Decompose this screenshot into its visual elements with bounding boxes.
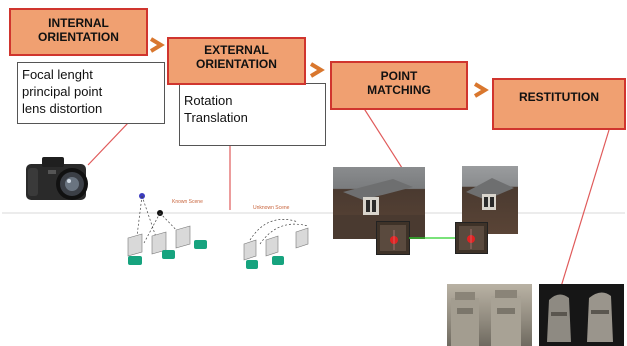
external-orientation-line2: ORIENTATION [196, 57, 277, 71]
point-matching-line2: MATCHING [367, 83, 431, 97]
desc-principal-point: principal point [22, 84, 103, 99]
restitution-photo-right [539, 284, 624, 346]
connector-restitution [559, 129, 610, 291]
desc-rotation: Rotation [184, 93, 233, 108]
desc-focal-length: Focal lenght [22, 67, 93, 82]
chevron-right-icon [149, 37, 165, 53]
match-patch-right [455, 222, 488, 254]
unknown-scene-diagram [243, 219, 309, 269]
known-scene-label: Known Scene [172, 199, 203, 205]
desc-lens-distortion: lens distortion [22, 101, 103, 116]
point-matching-box: POINT MATCHING [330, 61, 468, 110]
internal-orientation-box: INTERNAL ORIENTATION [9, 8, 148, 56]
unknown-scene-label: Unknown Scene [253, 205, 290, 211]
external-orientation-description: Rotation Translation [179, 83, 326, 146]
known-scene-diagram [127, 193, 207, 265]
internal-orientation-description: Focal lenght principal point lens distor… [17, 62, 165, 124]
camera-icon [26, 157, 88, 200]
chevron-right-icon [309, 62, 325, 78]
match-patch-left [376, 221, 410, 255]
external-orientation-line1: EXTERNAL [204, 43, 269, 57]
connector-internal [87, 122, 129, 166]
internal-orientation-line1: INTERNAL [48, 16, 109, 30]
internal-orientation-line2: ORIENTATION [38, 30, 119, 44]
point-matching-line1: POINT [380, 69, 418, 83]
restitution-photo-left [447, 284, 532, 346]
restitution-label: RESTITUTION [519, 90, 599, 104]
external-orientation-box: EXTERNAL ORIENTATION [167, 37, 306, 85]
chevron-right-icon [473, 82, 489, 98]
restitution-box: RESTITUTION [492, 78, 626, 130]
desc-translation: Translation [184, 110, 248, 125]
